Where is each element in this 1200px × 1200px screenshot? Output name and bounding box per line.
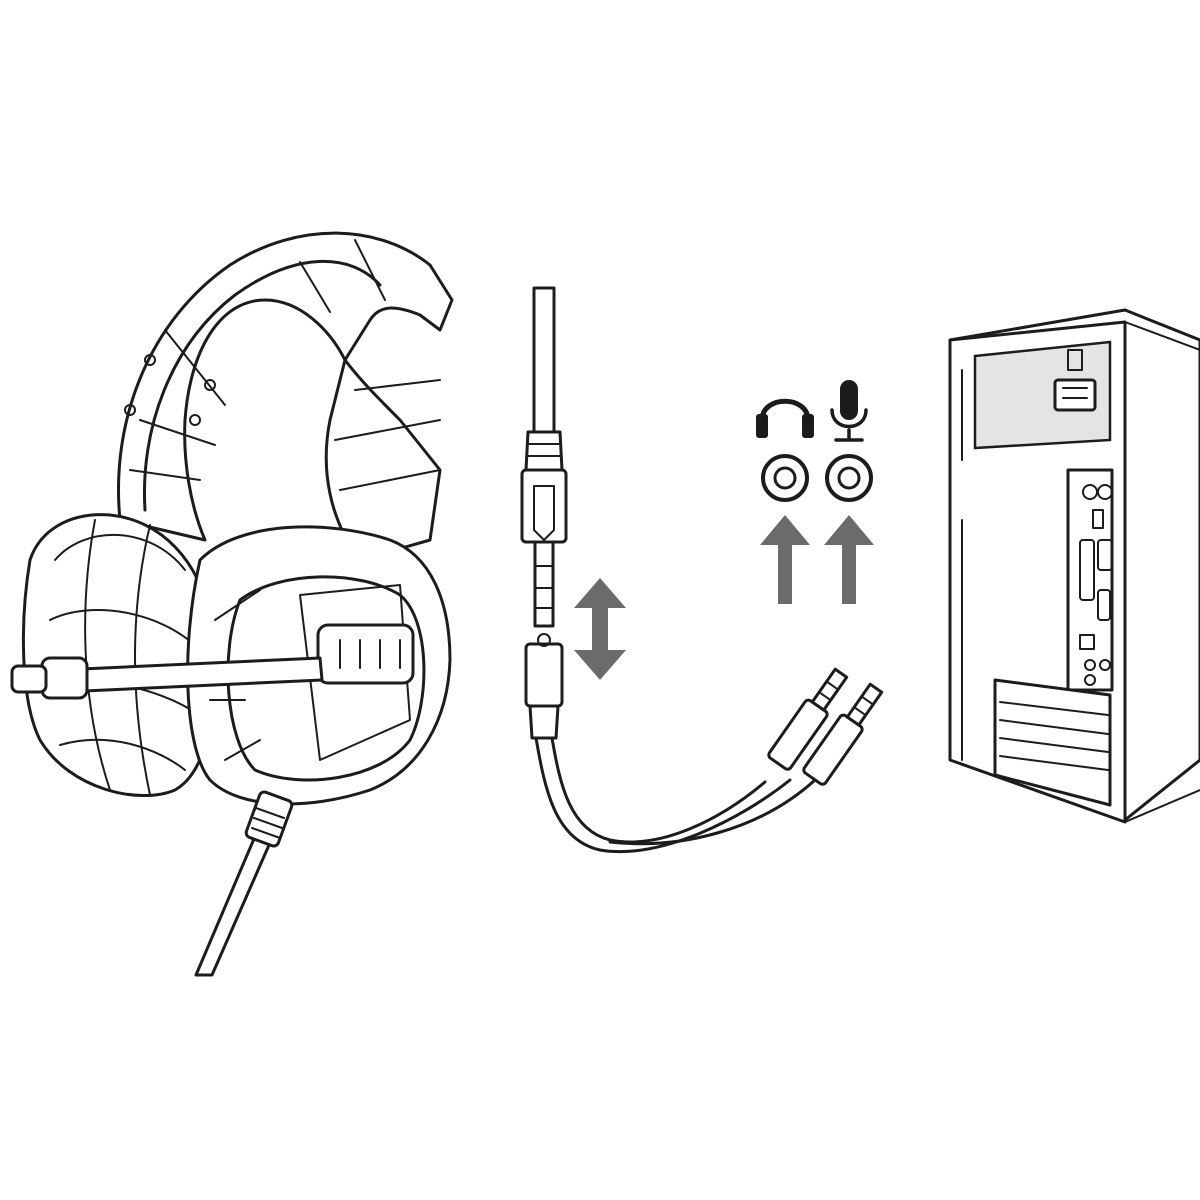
up-arrow-icon — [760, 515, 810, 604]
io-panel — [1066, 468, 1114, 692]
power-supply — [973, 340, 1112, 450]
headband-cushion — [142, 260, 382, 512]
splitter-socket — [524, 642, 564, 708]
mic-boom-base — [316, 623, 415, 685]
audio-plug-adapter — [520, 286, 884, 853]
headset-illustration — [10, 231, 454, 977]
microphone-icon — [830, 380, 868, 442]
earcup-frame — [226, 575, 426, 782]
up-arrow-icon — [824, 515, 874, 604]
headband — [117, 231, 454, 542]
pc-tower-illustration — [948, 308, 1200, 824]
double-arrow-icon — [574, 578, 626, 680]
plug-cable — [532, 286, 556, 434]
mic-capsule — [40, 656, 89, 700]
plug-housing — [520, 468, 568, 544]
expansion-slots — [993, 678, 1112, 807]
left-earcup — [21, 513, 216, 798]
splitter-cable — [534, 736, 792, 853]
headphone-icon — [756, 398, 814, 438]
plug-tip — [533, 540, 555, 628]
microphone-port-icon — [825, 454, 873, 502]
headphone-port-icon — [761, 454, 809, 502]
